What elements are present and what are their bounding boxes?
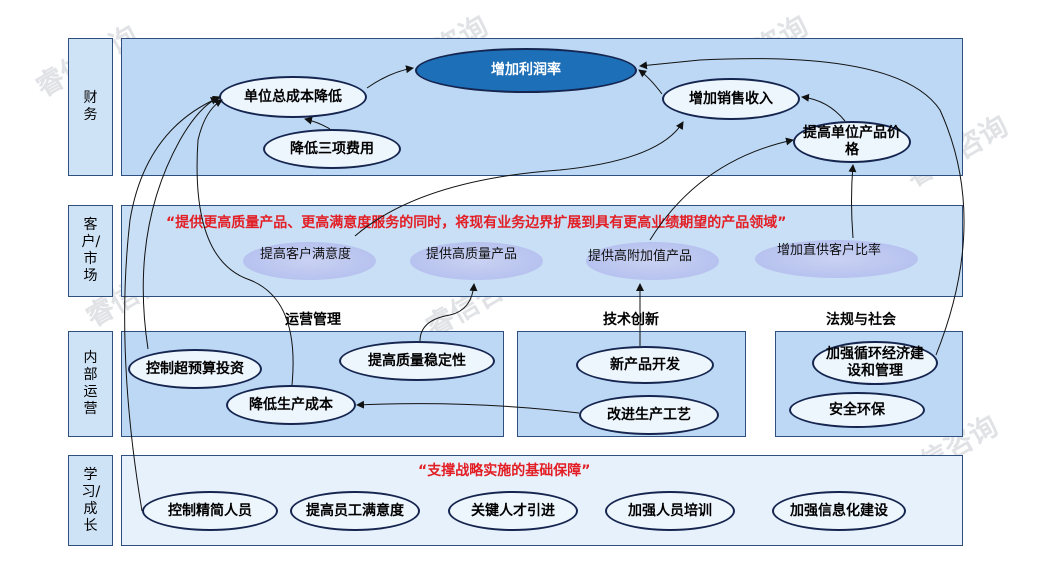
- arrow-stability-to-quality: [419, 283, 478, 342]
- arrow-cost-to-profit: [366, 65, 414, 89]
- node-sales: 增加销售收入: [662, 78, 800, 120]
- ops-title: 运营管理: [285, 312, 341, 328]
- node-it: 加强信息化建设: [772, 491, 906, 531]
- node-customer-satisfaction-bg: [243, 242, 376, 280]
- node-direct-customer: 增加直供客户比率: [777, 243, 882, 258]
- node-quality-product: 提供高质量产品: [426, 247, 518, 262]
- lane-label-finance: 财务: [68, 38, 113, 176]
- node-safety: 安全环保: [789, 392, 925, 428]
- node-budget: 控制超预算投资: [128, 349, 262, 389]
- node-three-fees: 降低三项费用: [263, 129, 401, 169]
- arrow-satisfaction-to-sales: [354, 121, 684, 237]
- arrow-lean-to-cost: [124, 97, 219, 512]
- customer-strategy-text: “提供更高质量产品、更高满意度服务的同时，将现有业务边界扩展到具有更高业绩期望的…: [166, 215, 787, 231]
- law-title: 法规与社会: [826, 312, 896, 328]
- node-customer-satisfaction: 提高客户满意度: [260, 247, 352, 262]
- node-new-product: 新产品开发: [576, 346, 714, 384]
- node-unit-cost: 单位总成本降低: [219, 76, 367, 118]
- arrow-fees-to-cost: [304, 116, 331, 130]
- arrow-direct-to-price: [848, 164, 857, 239]
- arrow-valueadded-to-price: [649, 137, 794, 241]
- arrow-prodcost-to-cost: [196, 99, 294, 386]
- node-training: 加强人员培训: [605, 491, 735, 531]
- arrow-process-to-prodcost: [356, 400, 580, 414]
- arrow-price-to-sales: [801, 93, 846, 122]
- node-direct-customer-bg: [755, 240, 918, 278]
- node-unit-price: 提高单位产品价格: [793, 121, 911, 163]
- node-value-added: 提供高附加值产品: [588, 249, 693, 264]
- node-prod-cost: 降低生产成本: [226, 385, 356, 425]
- lane-label-internal: 内部运营: [68, 331, 113, 437]
- node-profit: 增加利润率: [415, 48, 637, 93]
- node-value-added-bg: [586, 242, 719, 280]
- tech-title: 技术创新: [603, 312, 659, 328]
- arrow-budget-to-cost: [142, 95, 221, 350]
- learning-basis-text: “支撑战略实施的基础保障”: [418, 463, 591, 479]
- node-lean-staff: 控制精简人员: [142, 491, 278, 531]
- lane-label-learning: 学习/成长: [68, 455, 113, 546]
- node-stability: 提高质量稳定性: [339, 341, 495, 381]
- node-talent: 关键人才引进: [448, 491, 578, 531]
- node-circular: 加强循环经济建设和管理: [812, 341, 938, 385]
- node-quality-product-bg: [410, 242, 543, 280]
- arrow-sales-to-profit: [638, 69, 663, 95]
- arrow-circular-to-profit: [639, 58, 965, 356]
- node-process: 改进生产工艺: [579, 395, 719, 435]
- node-staff-satisfaction: 提高员工满意度: [290, 491, 420, 531]
- lane-label-customer: 客户/市场: [68, 205, 113, 297]
